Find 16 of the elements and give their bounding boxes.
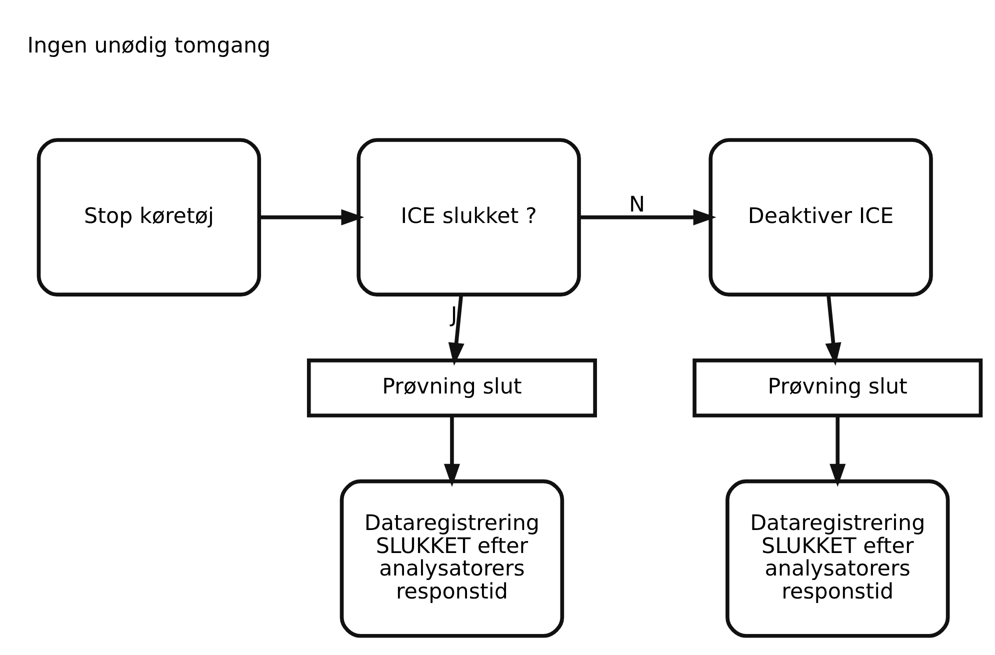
label: Ingen unødig tomgang: [27, 33, 271, 58]
node-box: Deaktiver ICE: [708, 138, 933, 296]
arrow: [825, 294, 842, 366]
arrow: [579, 209, 716, 226]
node-box: Dataregistrering SLUKKET efter analysatorers responstid: [726, 479, 950, 638]
arrow: [448, 294, 464, 366]
edge-label: N: [629, 192, 646, 218]
node-box: ICE slukket ?: [356, 138, 581, 296]
node-box: Prøvning slut: [692, 358, 983, 418]
arrow: [444, 416, 460, 487]
edge-label: J: [450, 302, 458, 328]
arrow: [260, 209, 364, 226]
node-box: Dataregistrering SLUKKET efter analysatorers responstid: [340, 479, 564, 638]
arrow: [830, 416, 846, 487]
node-box: Stop køretøj: [36, 138, 262, 296]
node-box: Prøvning slut: [306, 358, 597, 418]
